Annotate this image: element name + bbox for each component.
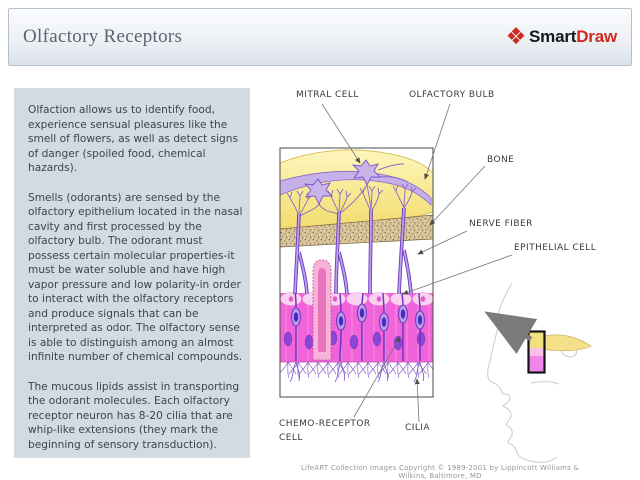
bone-layer bbox=[280, 214, 433, 248]
nerve-fiber-bundles bbox=[293, 207, 413, 295]
cilia-strands bbox=[280, 361, 433, 383]
smartdraw-logo: SmartDraw bbox=[507, 27, 617, 47]
label-chemo-receptor-cell: CHEMO-RECEPTOR CELL bbox=[279, 418, 409, 445]
chemo-receptor-neurons bbox=[291, 292, 425, 362]
mitral-cell-somas bbox=[303, 159, 382, 206]
description-paragraph-1: Olfaction allows us to identify food, ex… bbox=[28, 104, 239, 174]
label-mitral-cell: MITRAL CELL bbox=[296, 90, 359, 100]
label-chemo-receptor-line1: CHEMO-RECEPTOR bbox=[279, 419, 371, 429]
epithelium-layer bbox=[280, 292, 433, 363]
inset-bulb-shape bbox=[540, 334, 592, 352]
gland-duct bbox=[312, 259, 332, 361]
description-paragraph-2: Smells (odorants) are sensed by the olfa… bbox=[28, 191, 243, 364]
copyright-text: LifeART Collection Images Copyright © 19… bbox=[300, 464, 580, 480]
tissue-box-border bbox=[279, 147, 434, 398]
header-bar: Olfactory Receptors SmartDraw bbox=[8, 8, 632, 66]
page-title: Olfactory Receptors bbox=[23, 26, 183, 47]
smartdraw-logo-text: SmartDraw bbox=[529, 27, 617, 47]
tissue-box-interior bbox=[280, 148, 433, 397]
zoom-callout-arrow bbox=[484, 311, 538, 355]
label-cilia: CILIA bbox=[405, 423, 431, 433]
mitral-dendrite-trees bbox=[286, 163, 417, 217]
label-epithelial-cell: EPITHELIAL CELL bbox=[514, 243, 597, 253]
logo-smart: Smart bbox=[529, 27, 577, 46]
label-bone: BONE bbox=[487, 155, 515, 165]
label-nerve-fiber: NERVE FIBER bbox=[469, 219, 533, 229]
nose-inset bbox=[484, 282, 592, 463]
label-olfactory-bulb: OLFACTORY BULB bbox=[409, 90, 495, 100]
description-paragraph-3: The mucous lipids assist in transporting… bbox=[28, 380, 240, 451]
label-chemo-receptor-line2: CELL bbox=[279, 432, 303, 443]
label-leader-lines bbox=[321, 103, 513, 423]
logo-draw: Draw bbox=[576, 27, 617, 46]
description-panel: Olfaction allows us to identify food, ex… bbox=[14, 88, 250, 458]
